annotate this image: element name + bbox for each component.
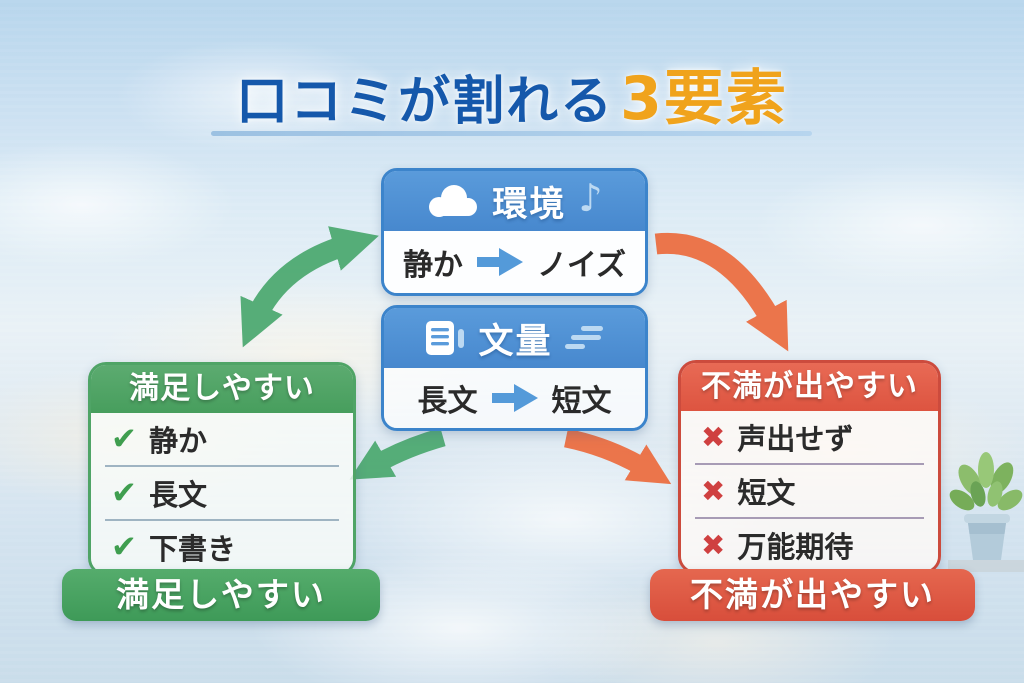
dissatisfied-box: 不満が出やすい ✖ 声出せず ✖ 短文 ✖ 万能期待 [678, 360, 941, 574]
dissatisfied-list: ✖ 声出せず ✖ 短文 ✖ 万能期待 [681, 411, 938, 571]
satisfied-header: 満足しやすい [91, 365, 353, 413]
environment-from: 静か [402, 248, 463, 283]
divider [105, 465, 339, 467]
cross-icon: ✖ [701, 527, 726, 562]
cloud-icon [429, 185, 478, 217]
volume-label: 文量 [478, 321, 553, 362]
factor-box-volume: 文量 長文 短文 [381, 305, 648, 431]
dissatisfied-item-label: 短文 [737, 476, 796, 510]
cross-icon: ✖ [701, 473, 726, 508]
list-item: ✖ 万能期待 [681, 519, 938, 571]
satisfied-item-label: 静か [148, 424, 207, 458]
volume-to: 短文 [551, 384, 612, 419]
satisfied-list: ✔ 静か ✔ 長文 ✔ 下書き [91, 413, 353, 573]
check-icon: ✔ [111, 474, 137, 511]
satisfied-item-label: 下書き [148, 532, 236, 566]
environment-to: ノイズ [536, 248, 627, 283]
check-icon: ✔ [111, 420, 137, 457]
volume-header: 文量 [384, 308, 645, 368]
factor-box-environment: 環境 ♪ 静か ノイズ [381, 168, 648, 296]
volume-change: 長文 短文 [384, 368, 645, 428]
list-item: ✖ 短文 [681, 465, 938, 517]
dissatisfied-header: 不満が出やすい [681, 363, 938, 411]
list-item: ✔ 静か [91, 413, 353, 465]
list-item: ✔ 長文 [91, 467, 353, 519]
dissatisfied-banner: 不満が出やすい [650, 569, 975, 621]
list-item: ✖ 声出せず [681, 411, 938, 463]
volume-from: 長文 [417, 384, 478, 419]
dissatisfied-item-label: 声出せず [737, 422, 854, 456]
dissatisfied-item-label: 万能期待 [737, 530, 854, 564]
environment-label: 環境 [492, 184, 567, 225]
divider [105, 519, 339, 521]
satisfied-box: 満足しやすい ✔ 静か ✔ 長文 ✔ 下書き [88, 362, 356, 576]
environment-header: 環境 ♪ [384, 171, 645, 231]
title-underline [211, 131, 812, 136]
divider [695, 463, 924, 465]
list-item: ✔ 下書き [91, 521, 353, 573]
satisfied-item-label: 長文 [148, 478, 207, 512]
music-note-icon: ♪ [578, 176, 603, 220]
document-icon [426, 321, 465, 355]
title-highlight: 3要素 [620, 64, 788, 134]
divider [695, 517, 924, 519]
satisfied-banner: 満足しやすい [62, 569, 380, 621]
right-arrow-icon [491, 384, 538, 412]
right-arrow-icon [476, 248, 523, 276]
title-main: 口コミが割れる [236, 72, 615, 132]
text-lines-icon [564, 326, 603, 349]
cross-icon: ✖ [701, 419, 726, 454]
check-icon: ✔ [111, 528, 137, 565]
environment-change: 静か ノイズ [384, 231, 645, 293]
